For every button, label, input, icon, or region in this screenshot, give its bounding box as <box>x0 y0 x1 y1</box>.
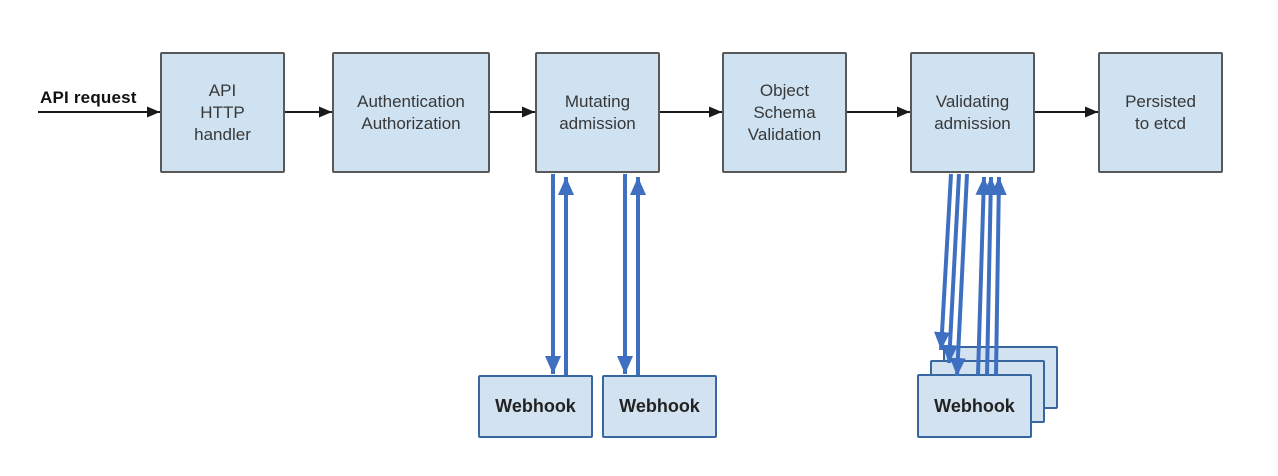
webhook-box-mutating-1-label: Webhook <box>495 396 576 416</box>
node-persisted-to-etcd: Persisted to etcd <box>1098 52 1223 173</box>
arrow-validating-webhook-down-2 <box>941 173 961 364</box>
node-validating-admission: Validating admission <box>910 52 1035 173</box>
webhook-box-mutating-2: Webhook <box>602 375 717 438</box>
node-mutating-admission: Mutating admission <box>535 52 660 173</box>
node-validating-admission-label: Validating admission <box>934 91 1011 133</box>
webhook-box-mutating-2-label: Webhook <box>619 396 700 416</box>
node-object-schema-validation: Object Schema Validation <box>722 52 847 173</box>
node-persisted-to-etcd-label: Persisted to etcd <box>1125 91 1196 133</box>
node-api-http-handler-label: API HTTP handler <box>194 80 251 144</box>
arrow-validating-webhook-down-1 <box>934 173 953 351</box>
node-mutating-admission-label: Mutating admission <box>559 91 636 133</box>
api-request-label: API request <box>40 88 137 107</box>
node-object-schema-validation-label: Object Schema Validation <box>747 80 822 144</box>
node-api-http-handler: API HTTP handler <box>160 52 285 173</box>
webhook-box-validating-front: Webhook <box>917 374 1032 438</box>
webhook-box-validating-label: Webhook <box>934 395 1015 416</box>
webhook-box-mutating-1: Webhook <box>478 375 593 438</box>
node-authentication-authorization-label: Authentication Authorization <box>357 91 465 133</box>
node-authentication-authorization: Authentication Authorization <box>332 52 490 173</box>
